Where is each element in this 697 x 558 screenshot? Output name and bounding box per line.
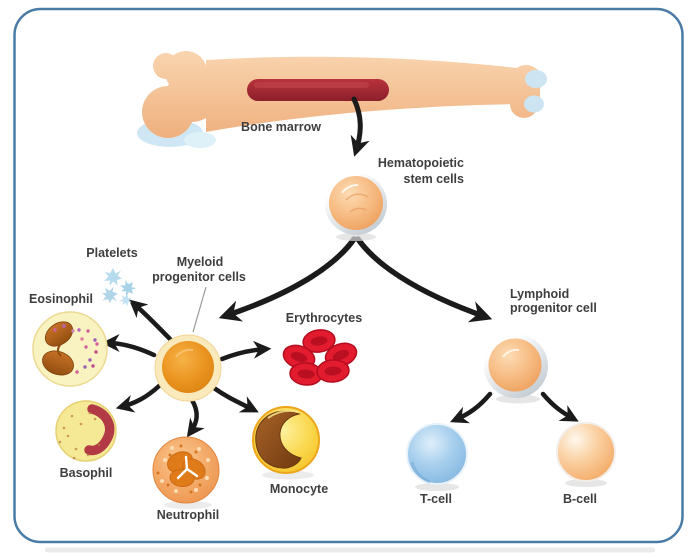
arrow-myeloid-to-basophil (115, 383, 162, 413)
label-hematopoietic-line2: stem cells (404, 172, 465, 186)
labels: Bone marrow Hematopoietic stem cells Mye… (29, 120, 597, 522)
label-myeloid-line1: Myeloid (177, 255, 224, 269)
myeloid-progenitor-cell (154, 334, 222, 402)
frame-shadow (45, 547, 655, 553)
arrow-myeloid-to-eosinophil (101, 334, 157, 358)
arrow-lymphoid-to-tcell (450, 391, 493, 424)
bone-illustration (137, 51, 547, 148)
label-neutrophil: Neutrophil (157, 508, 220, 522)
label-lymphoid-line2: progenitor cell (510, 301, 597, 315)
label-monocyte: Monocyte (270, 482, 328, 496)
hematopoietic-stem-cell (325, 173, 387, 241)
arrow-stem-to-myeloid (218, 236, 357, 322)
cartilage-cap-top (525, 70, 547, 88)
arrow-bone-to-stem (350, 96, 370, 157)
label-myeloid-line2: progenitor cells (152, 270, 246, 284)
erythrocytes-cluster (282, 329, 358, 386)
neutrophil-cell (152, 436, 220, 509)
label-bone-marrow: Bone marrow (241, 120, 321, 134)
arrow-myeloid-to-erythrocytes (219, 340, 272, 362)
cartilage-cap-bottom (524, 95, 544, 113)
lymphoid-progenitor-cell (484, 334, 548, 404)
label-platelets: Platelets (86, 246, 137, 260)
cartilage-pad-left-2 (184, 132, 216, 148)
arrow-lymphoid-to-bcell (540, 391, 579, 422)
label-erythrocytes: Erythrocytes (286, 311, 362, 325)
basophil-cell (55, 400, 117, 462)
b-cell (556, 422, 616, 487)
bone-marrow-highlight (254, 82, 369, 88)
arrow-myeloid-to-monocyte (211, 385, 259, 413)
label-hematopoietic-line1: Hematopoietic (378, 156, 464, 170)
monocyte-cell (252, 406, 320, 480)
flow-arrows (101, 96, 579, 438)
eosinophil-cell (32, 311, 108, 387)
arrow-stem-to-lymphoid (355, 236, 493, 323)
label-basophil: Basophil (60, 466, 113, 480)
basophil-granules (58, 411, 101, 460)
arrow-myeloid-to-platelets (128, 299, 174, 343)
neutrophil-granules (156, 444, 210, 494)
t-cell (406, 423, 468, 491)
eosinophil-granules (53, 324, 99, 374)
label-b-cell: B-cell (563, 492, 597, 506)
label-eosinophil: Eosinophil (29, 292, 93, 306)
label-lymphoid-line1: Lymphoid (510, 287, 569, 301)
arrow-myeloid-to-neutrophil (186, 397, 205, 438)
label-t-cell: T-cell (420, 492, 452, 506)
myeloid-label-pointer (192, 286, 207, 333)
